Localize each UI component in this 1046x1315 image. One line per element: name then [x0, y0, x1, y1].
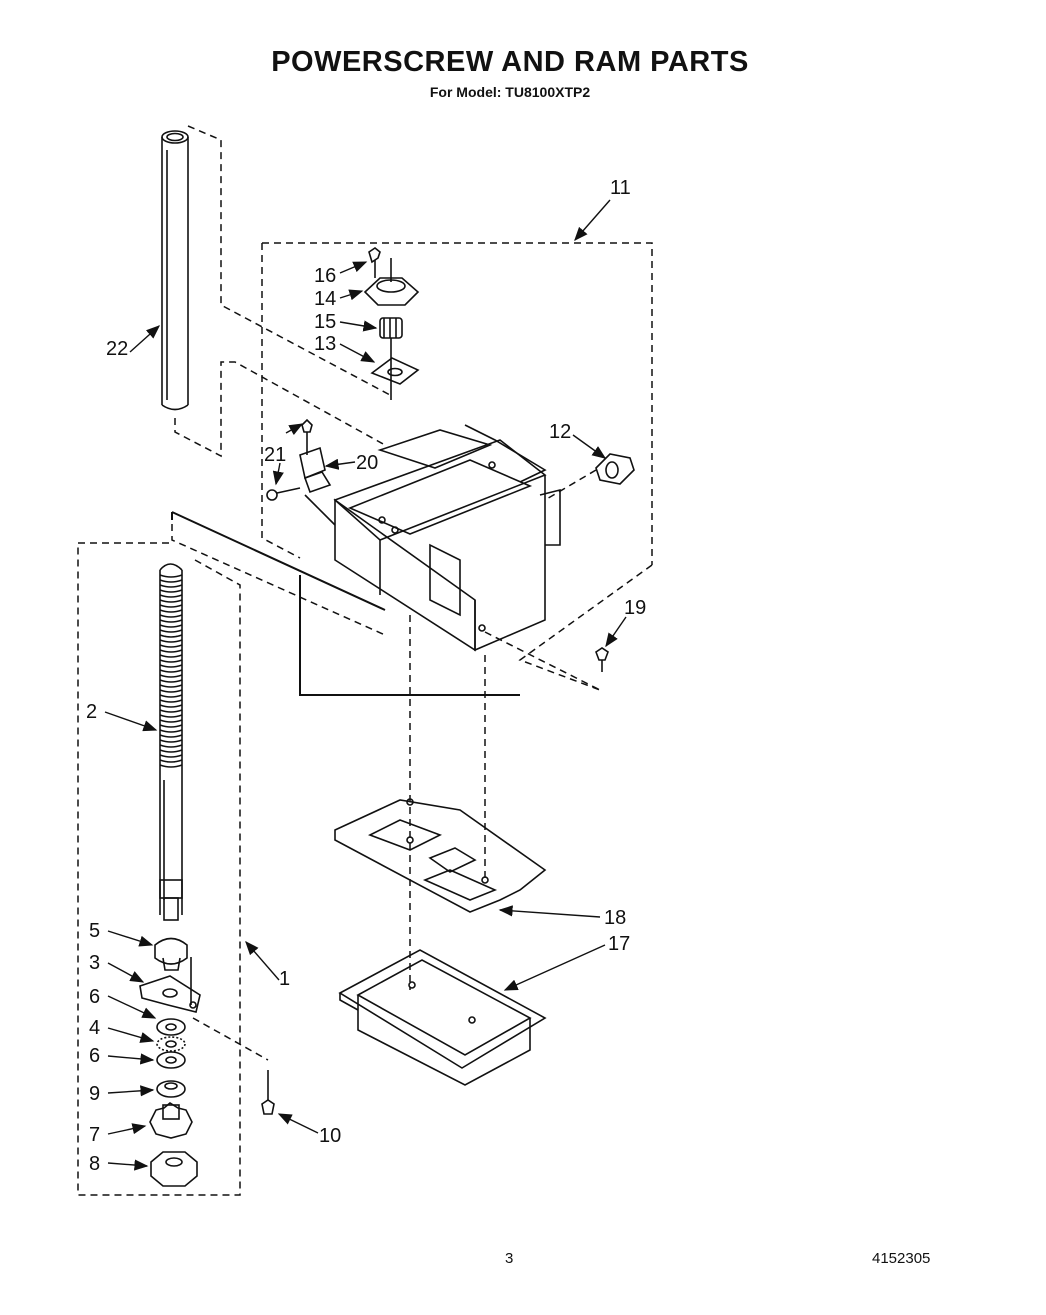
- drip-pan-part-17: [338, 949, 547, 1086]
- thread-mark: [159, 684, 183, 688]
- thread-mark: [159, 579, 183, 583]
- thread-mark: [159, 574, 183, 578]
- thread-mark: [159, 669, 183, 673]
- callout-14: 14: [314, 288, 336, 310]
- page-title: POWERSCREW AND RAM PARTS: [271, 46, 749, 78]
- screw-part-10: [261, 1070, 275, 1115]
- thread-mark: [159, 639, 183, 643]
- callout-17: 17: [608, 933, 630, 955]
- thread-mark: [159, 599, 183, 603]
- thread-mark: [159, 604, 183, 608]
- thread-mark: [159, 584, 183, 588]
- plate-part-3: [139, 957, 201, 1013]
- thread-mark: [159, 664, 183, 668]
- callout-9: 9: [89, 1083, 100, 1105]
- thread-mark: [159, 634, 183, 638]
- thread-mark: [159, 614, 183, 618]
- thread-mark: [159, 754, 183, 758]
- thread-mark: [159, 729, 183, 733]
- thread-mark: [159, 679, 183, 683]
- bushing-part-12: [595, 453, 635, 485]
- screw-part-19: [595, 647, 609, 672]
- thread-mark: [159, 624, 183, 628]
- thread-mark: [159, 644, 183, 648]
- callout-arrows: [104, 199, 627, 1171]
- bearing-part-4: [156, 1036, 186, 1052]
- thread-mark: [159, 649, 183, 653]
- callout-13: 13: [314, 333, 336, 355]
- thread-mark: [159, 594, 183, 598]
- callout-8: 8: [89, 1153, 100, 1175]
- callout-15: 15: [314, 311, 336, 333]
- thread-mark: [159, 709, 183, 713]
- thread-mark: [159, 714, 183, 718]
- thread-mark: [159, 744, 183, 748]
- thread-mark: [159, 589, 183, 593]
- callout-4: 4: [89, 1017, 100, 1039]
- hex-nut-part-8: [150, 1151, 198, 1187]
- assembly-boundary-11: [261, 242, 653, 565]
- callout-6a: 6: [89, 986, 100, 1008]
- callout-20: 20: [356, 452, 378, 474]
- thread-mark: [159, 654, 183, 658]
- callout-2: 2: [86, 701, 97, 723]
- thread-mark: [159, 659, 183, 663]
- housing-frame: [333, 424, 561, 652]
- callout-19: 19: [624, 597, 646, 619]
- page-number: 3: [505, 1250, 514, 1267]
- washer-part-6a: [156, 1018, 186, 1036]
- model-subtitle: For Model: TU8100XTP2: [429, 84, 591, 100]
- thread-mark: [159, 719, 183, 723]
- thread-mark: [159, 759, 183, 763]
- callout-21: 21: [264, 444, 286, 466]
- callout-6b: 6: [89, 1045, 100, 1067]
- bearing-parts-13-16: [363, 247, 420, 400]
- ram-tube-part-22: [161, 130, 189, 411]
- thread-mark: [159, 739, 183, 743]
- bracket-part-20: [266, 418, 336, 526]
- thread-mark: [159, 609, 183, 613]
- callout-5: 5: [89, 920, 100, 942]
- callout-1: 1: [279, 968, 290, 990]
- callout-22: 22: [106, 338, 128, 360]
- thread-mark: [159, 734, 183, 738]
- callout-3: 3: [89, 952, 100, 974]
- thread-mark: [159, 694, 183, 698]
- thread-mark: [159, 764, 183, 768]
- thread-mark: [159, 619, 183, 623]
- callout-18: 18: [604, 907, 626, 929]
- thread-mark: [159, 689, 183, 693]
- nut-part-5: [154, 937, 188, 971]
- callout-7: 7: [89, 1124, 100, 1146]
- sprocket-part-7: [149, 1102, 193, 1139]
- callout-10: 10: [319, 1125, 341, 1147]
- powerscrew-part-2: [159, 563, 183, 921]
- thread-mark: [159, 724, 183, 728]
- thread-mark: [159, 749, 183, 753]
- assembly-boundary-1: [77, 542, 241, 1196]
- gasket-part-18: [334, 798, 547, 913]
- callout-16: 16: [314, 265, 336, 287]
- powerscrew-threads: [159, 574, 183, 768]
- document-number: 4152305: [872, 1250, 931, 1267]
- washer-part-9: [156, 1080, 186, 1098]
- thread-mark: [159, 699, 183, 703]
- washer-part-6b: [156, 1051, 186, 1069]
- thread-mark: [159, 674, 183, 678]
- thread-mark: [159, 629, 183, 633]
- callout-12: 12: [549, 421, 571, 443]
- callout-11: 11: [610, 177, 631, 199]
- thread-mark: [159, 704, 183, 708]
